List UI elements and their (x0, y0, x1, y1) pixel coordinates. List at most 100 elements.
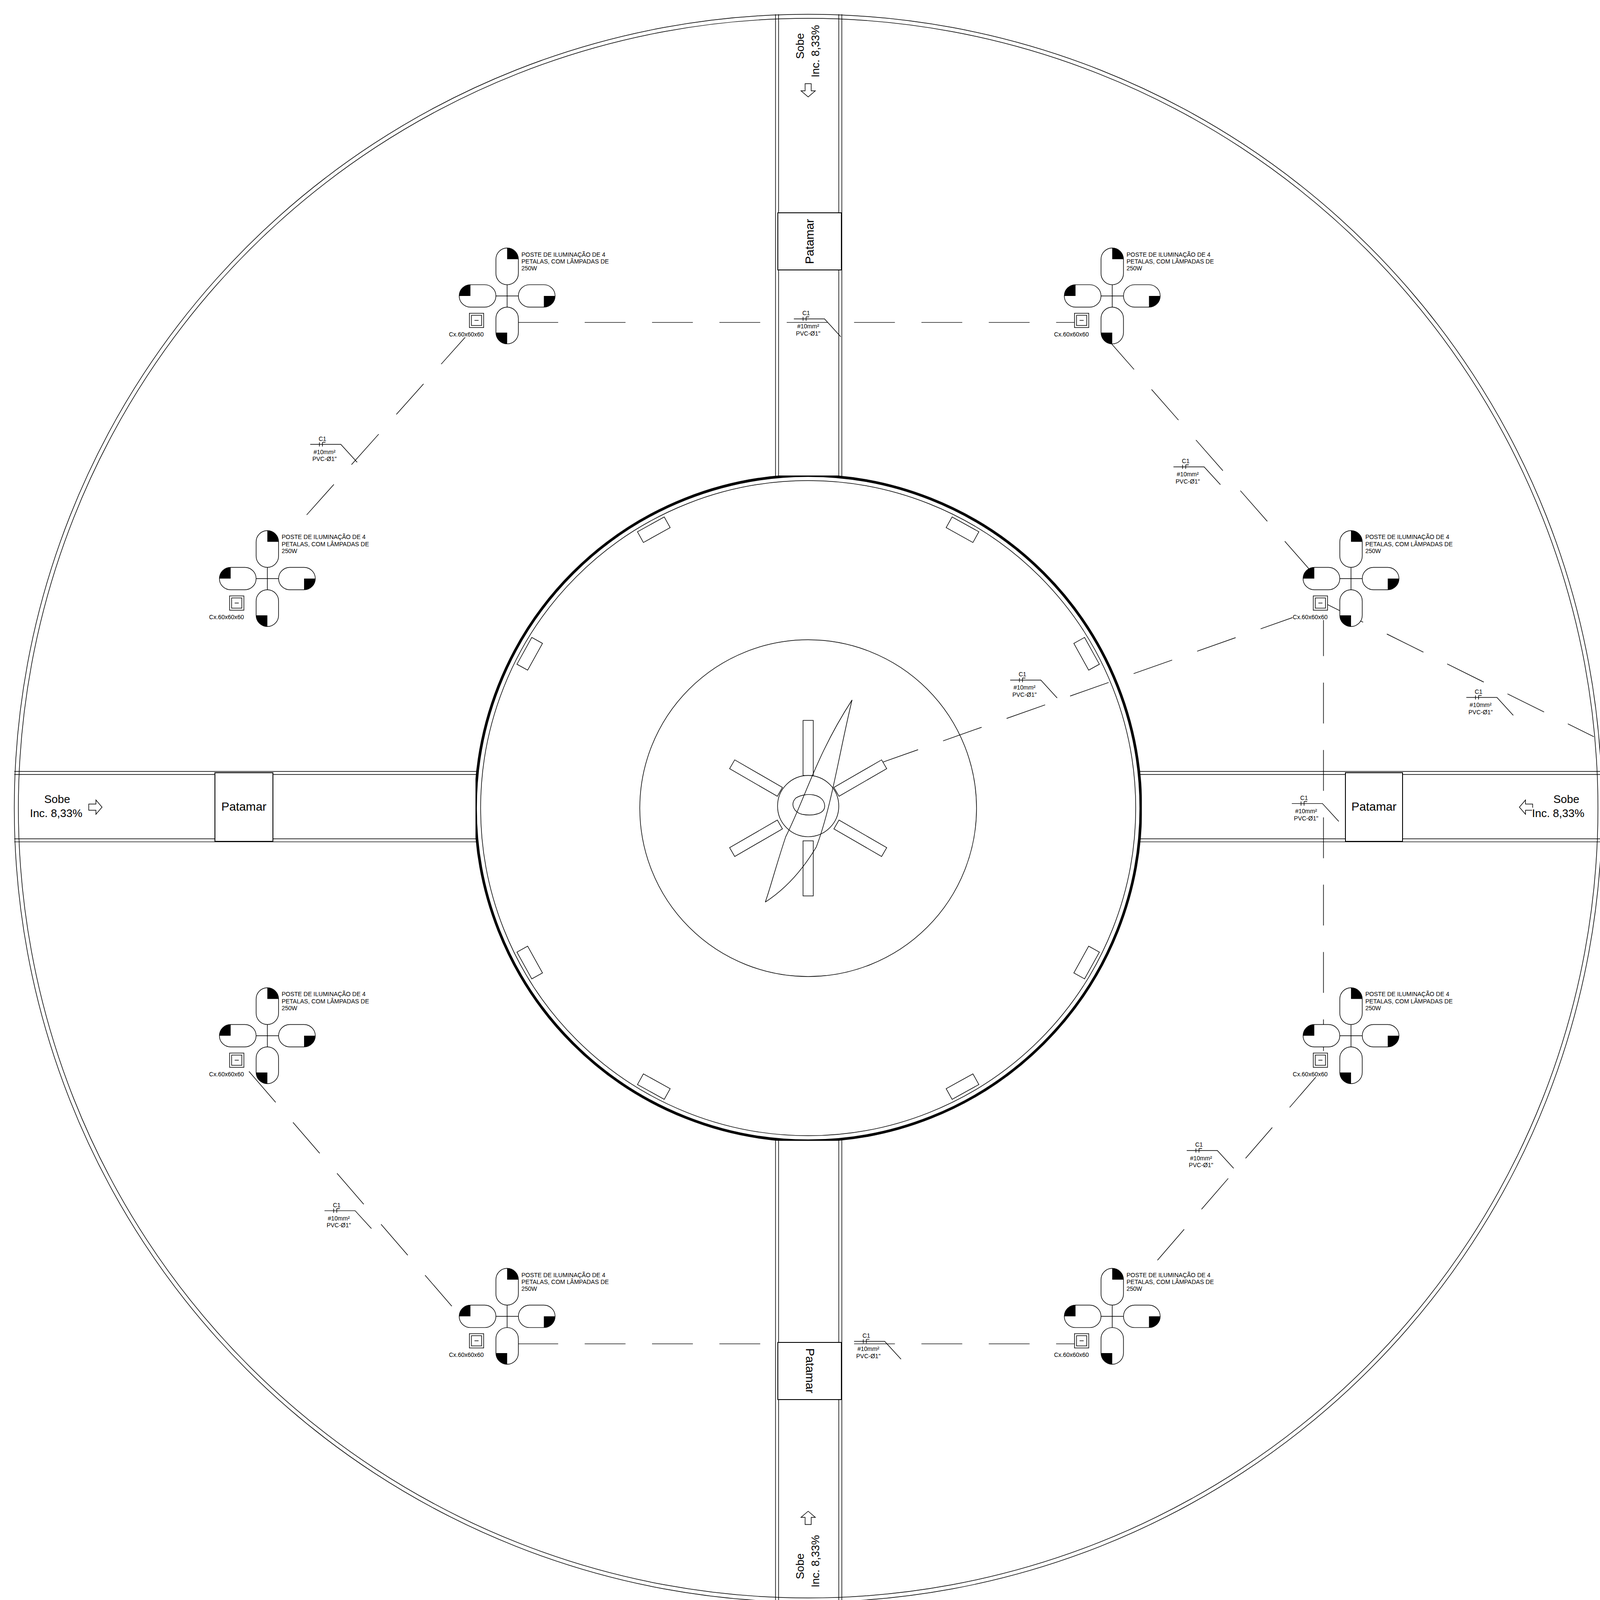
ramp-arrows-part (88, 800, 102, 815)
circuit-symbols-part (854, 1339, 902, 1360)
circuit-symbols-part (794, 316, 841, 337)
conduit-label: PVC-Ø1" (796, 330, 821, 337)
benches-part (946, 516, 980, 543)
ramp-walls-part (775, 1138, 843, 1600)
benches-part (637, 516, 671, 543)
landing-label: Patamar (221, 800, 267, 814)
center-sculpture-part (833, 820, 887, 857)
lamp-post-note: POSTE DE ILUMINAÇÃO DE 4 PETALAS, COM LÂ… (281, 990, 384, 1012)
cable-runs-part (1153, 1076, 1317, 1266)
circuit-symbols-part (1186, 1148, 1234, 1169)
landing-box: Patamar (777, 1342, 842, 1400)
landing-box: Patamar (777, 212, 842, 271)
ramp-openings-part (776, 21, 842, 476)
circuit-label: C1 (862, 1332, 871, 1339)
lamp-post-note: POSTE DE ILUMINAÇÃO DE 4 PETALAS, COM LÂ… (281, 533, 384, 554)
circuit-symbols (310, 316, 1514, 1360)
circuit-label: C1 (1300, 794, 1308, 801)
circuit-label: C1 (318, 435, 327, 442)
plaza-outline-part (475, 475, 1141, 1141)
slope-label: Inc. 8,33% (809, 1535, 821, 1588)
benches-part (1073, 637, 1100, 671)
cable-runs-part (290, 333, 469, 533)
circuit-label: C1 (1195, 1141, 1203, 1148)
benches-part (516, 946, 543, 980)
circuit-symbols-part (1010, 678, 1058, 699)
plaza-outline-part (480, 480, 1136, 1136)
conduit-label: PVC-Ø1" (1012, 691, 1037, 698)
benches-part (637, 1073, 671, 1100)
circuit-label: C1 (333, 1202, 341, 1209)
cable-runs-part (249, 1071, 470, 1327)
center-sculpture-part (777, 775, 839, 838)
junction-box-label: Cx.60x60x60 (449, 331, 485, 338)
circuit-symbols-part (1173, 464, 1221, 485)
center-sculpture-part (765, 700, 853, 903)
center-sculpture-part (802, 840, 814, 896)
landing-box: Patamar (1344, 772, 1403, 842)
cable-size-label: #10mm² (1013, 684, 1036, 691)
junction-box-label: Cx.60x60x60 (1292, 1071, 1328, 1078)
ramp-arrows (88, 83, 1533, 1525)
circuit-label: C1 (802, 310, 810, 316)
conduit-label: PVC-Ø1" (1468, 709, 1493, 716)
junction-box-label: Cx.60x60x60 (208, 1071, 244, 1078)
junction-box-label: Cx.60x60x60 (1054, 331, 1090, 338)
ramp-arrows-part (800, 1511, 816, 1525)
junction-box-label: Cx.60x60x60 (208, 614, 244, 621)
cable-size-label: #10mm² (327, 1215, 350, 1222)
ramp-walls-part (14, 771, 478, 842)
slope-label: Inc. 8,33% (29, 807, 83, 819)
center-sculpture (729, 700, 887, 903)
plaza-outline-part (18, 18, 1598, 1598)
lamp-post-note: POSTE DE ILUMINAÇÃO DE 4 PETALAS, COM LÂ… (1365, 990, 1468, 1012)
cable-runs-part (1326, 604, 1595, 737)
conduit-label: PVC-Ø1" (326, 1222, 351, 1229)
ramp-openings (21, 21, 1579, 1595)
ramp-label: Sobe (794, 1553, 806, 1580)
cable-size-label: #10mm² (1469, 701, 1492, 708)
conduit-label: PVC-Ø1" (856, 1353, 881, 1360)
junction-box-label: Cx.60x60x60 (1054, 1351, 1090, 1358)
circuit-label: C1 (1182, 457, 1190, 464)
center-sculpture-part (802, 720, 814, 776)
ramp-arrows-part (800, 83, 816, 97)
landing-label: Patamar (1351, 800, 1397, 814)
lamp-posts (219, 247, 1399, 1365)
cable-size-label: #10mm² (1295, 808, 1317, 815)
landing-box: Patamar (214, 772, 274, 842)
ramp-openings-part (776, 1140, 842, 1595)
conduit-label: PVC-Ø1" (312, 455, 337, 462)
cable-size-label: #10mm² (1176, 471, 1199, 478)
circuit-label: C1 (1018, 671, 1027, 678)
junction-box-label: Cx.60x60x60 (1292, 614, 1328, 621)
lamp-post-note: POSTE DE ILUMINAÇÃO DE 4 PETALAS, COM LÂ… (521, 1271, 624, 1293)
cable-runs-part (1107, 338, 1312, 572)
circuit-label: C1 (1474, 688, 1483, 695)
benches (516, 516, 1100, 1100)
cable-runs-part (517, 321, 1077, 323)
circuit-symbols-part (1291, 801, 1339, 822)
cable-runs (249, 322, 1595, 1344)
ramp-walls-part (1138, 771, 1600, 842)
junction-box-label: Cx.60x60x60 (449, 1351, 485, 1358)
cable-runs-part (1323, 615, 1324, 1052)
lamp-post-note: POSTE DE ILUMINAÇÃO DE 4 PETALAS, COM LÂ… (1365, 533, 1468, 554)
conduit-label: PVC-Ø1" (1175, 478, 1200, 485)
benches-part (946, 1073, 980, 1100)
lamp-post-note: POSTE DE ILUMINAÇÃO DE 4 PETALAS, COM LÂ… (1126, 1271, 1229, 1293)
cable-size-label: #10mm² (313, 449, 336, 456)
conduit-label: PVC-Ø1" (1188, 1162, 1214, 1169)
cable-size-label: #10mm² (857, 1345, 880, 1352)
center-sculpture-part (833, 759, 887, 797)
lamp-post-note: POSTE DE ILUMINAÇÃO DE 4 PETALAS, COM LÂ… (1126, 251, 1229, 272)
cable-size-label: #10mm² (1190, 1155, 1212, 1162)
landing-label: Patamar (802, 1348, 817, 1394)
slope-label: Inc. 8,33% (1531, 807, 1585, 819)
center-sculpture-part (729, 759, 783, 797)
benches-part (516, 637, 543, 671)
landing-label: Patamar (802, 218, 817, 264)
conduit-label: PVC-Ø1" (1293, 815, 1319, 822)
cable-runs-part (879, 609, 1317, 764)
